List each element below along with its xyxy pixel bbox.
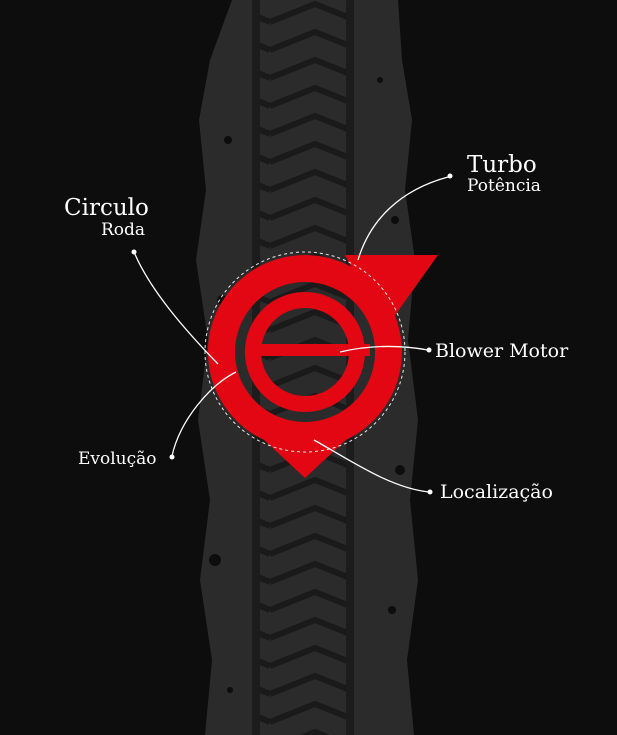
logo-crossbar [250,344,370,356]
blower-dot [426,347,432,353]
label-turbo: Turbo [467,152,537,178]
logo-pin-tip [262,438,348,478]
logo-turbo-wedge [345,255,438,325]
callout-dots [131,173,453,495]
blower-leader [339,345,429,353]
turbo-dot [447,173,453,179]
evolucao-leader [171,371,237,457]
evolucao-dot [169,454,175,460]
label-blower-motor: Blower Motor [435,340,569,362]
label-circulo: Circulo [64,195,149,221]
localizacao-dot [427,489,433,495]
circulo-dot [131,249,137,255]
callouts [133,176,449,493]
label-evolucao: Evolução [78,449,157,469]
label-roda: Roda [101,220,146,240]
label-localizacao: Localização [440,481,553,503]
dashed-circle [204,251,406,453]
localizacao-leader [313,439,430,493]
tread-pattern [258,0,348,735]
circulo-leader [133,251,219,365]
track-speckles [209,77,405,693]
label-potencia: Potência [467,176,541,196]
turbo-leader [357,176,449,261]
red-logo [207,255,438,478]
